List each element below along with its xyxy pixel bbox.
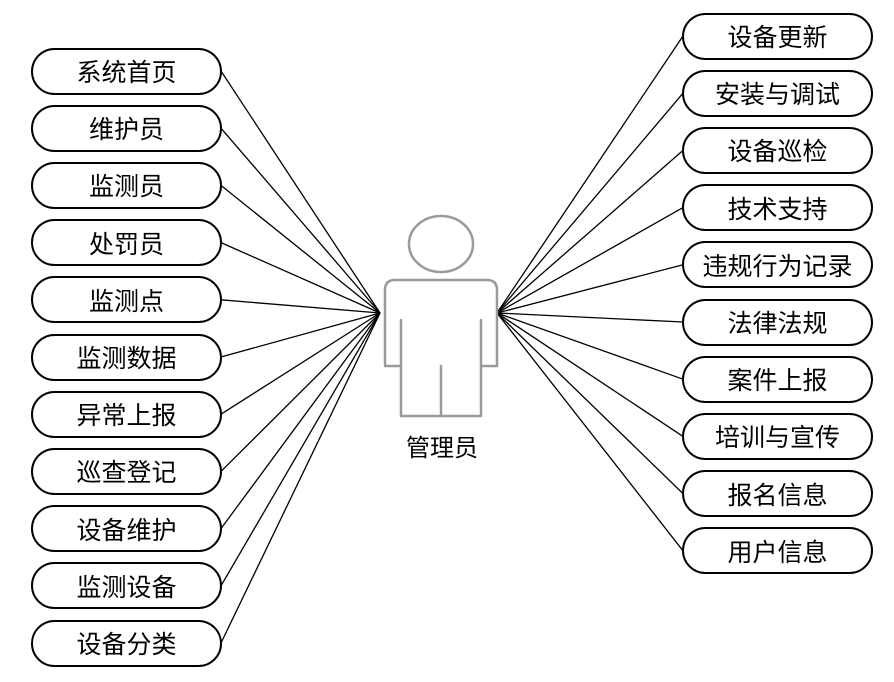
connector-left-6 <box>220 312 381 415</box>
actor-body <box>383 278 499 418</box>
actor-head <box>407 214 475 274</box>
use-case-right-8: 报名信息 <box>682 470 873 518</box>
connector-right-0 <box>496 35 684 314</box>
connector-left-2 <box>220 184 381 314</box>
use-case-left-4: 监测点 <box>31 276 222 324</box>
use-case-right-5: 法律法规 <box>682 298 873 346</box>
connector-lines <box>220 35 684 644</box>
use-case-left-2: 监测员 <box>31 161 222 209</box>
actor-label: 管理员 <box>406 434 478 462</box>
connector-right-9 <box>496 312 684 552</box>
use-case-right-2: 设备巡检 <box>682 126 873 174</box>
actor-figure <box>383 214 499 418</box>
connector-left-7 <box>220 312 381 472</box>
use-case-left-10: 设备分类 <box>31 619 222 667</box>
connector-left-9 <box>220 312 381 587</box>
connector-left-5 <box>220 312 381 358</box>
use-case-right-6: 案件上报 <box>682 355 873 403</box>
connector-left-0 <box>220 70 381 314</box>
connector-right-6 <box>496 312 684 380</box>
use-case-right-4: 违规行为记录 <box>682 241 873 289</box>
connector-right-1 <box>496 92 684 314</box>
connector-right-7 <box>496 312 684 437</box>
use-case-left-3: 处罚员 <box>31 219 222 267</box>
use-case-left-1: 维护员 <box>31 104 222 152</box>
connector-right-5 <box>496 312 684 323</box>
use-case-left-7: 巡查登记 <box>31 447 222 495</box>
connector-left-8 <box>220 312 381 529</box>
connector-right-3 <box>496 207 684 314</box>
connector-left-1 <box>220 127 381 314</box>
use-case-right-0: 设备更新 <box>682 12 873 60</box>
connector-right-8 <box>496 312 684 495</box>
use-case-left-9: 监测设备 <box>31 562 222 610</box>
use-case-right-3: 技术支持 <box>682 184 873 232</box>
use-case-left-8: 设备维护 <box>31 505 222 553</box>
use-case-right-1: 安装与调试 <box>682 69 873 117</box>
use-case-left-5: 监测数据 <box>31 333 222 381</box>
use-case-right-9: 用户信息 <box>682 527 873 575</box>
connector-right-4 <box>496 264 684 314</box>
use-case-right-7: 培训与宣传 <box>682 412 873 460</box>
connector-left-3 <box>220 242 381 314</box>
use-case-left-6: 异常上报 <box>31 390 222 438</box>
use-case-left-0: 系统首页 <box>31 47 222 95</box>
connector-left-4 <box>220 299 381 314</box>
connector-right-2 <box>496 149 684 314</box>
connector-left-10 <box>220 312 381 644</box>
